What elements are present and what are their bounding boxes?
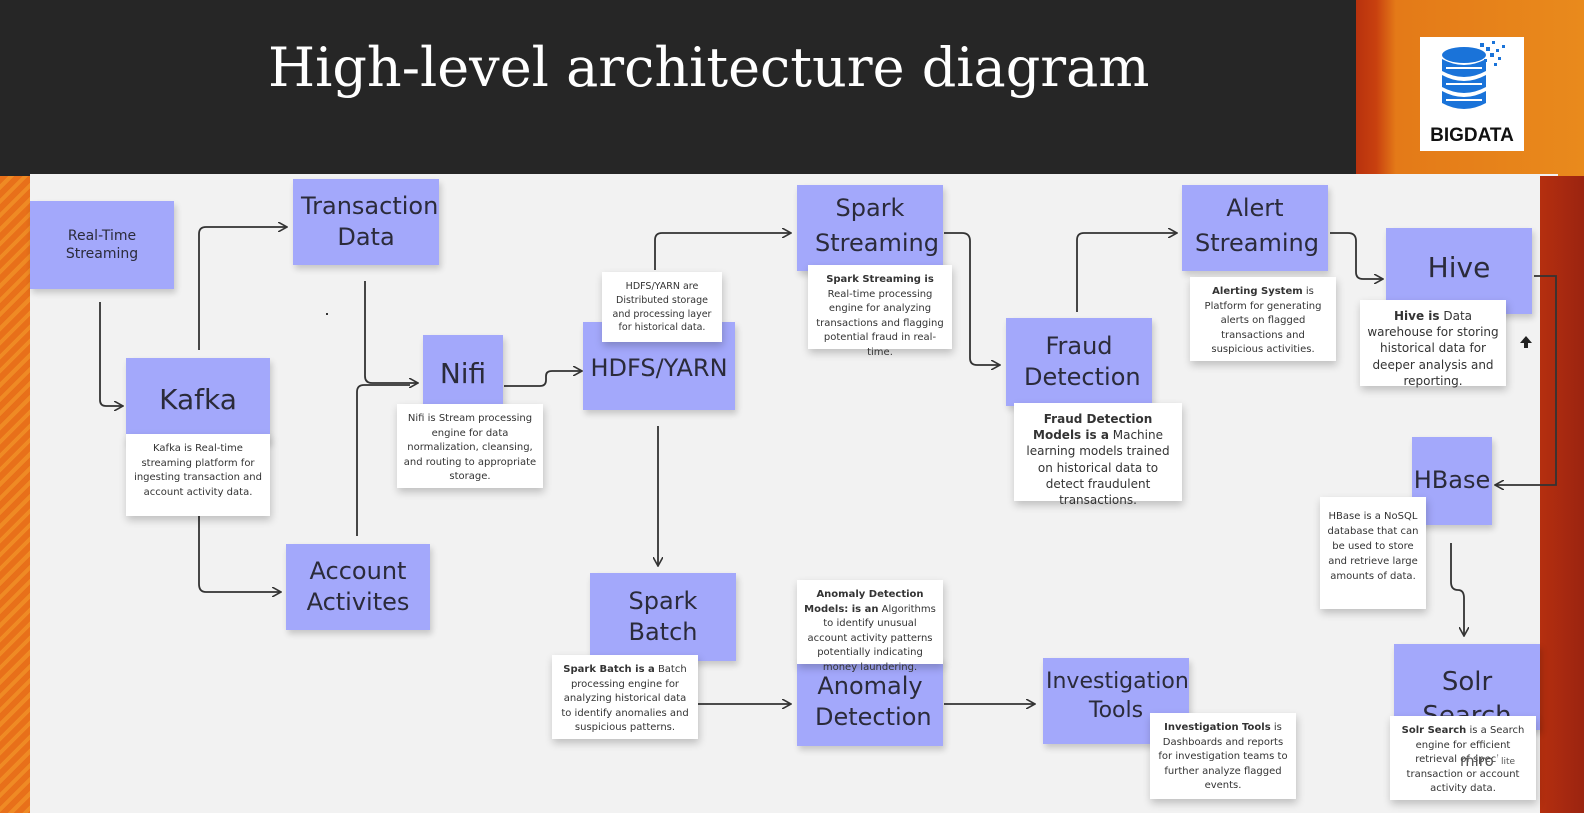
card-text: is a Search engine for efficient retriev…: [1406, 725, 1525, 794]
node-label: Fraud Detection: [1024, 331, 1141, 391]
decorative-right-band: [1540, 176, 1584, 813]
card-bold: Hive is: [1393, 309, 1440, 323]
card-text: Machine learning models trained on histo…: [1026, 428, 1170, 507]
node-label: Kafka: [159, 382, 237, 416]
arrow-nifi-to-hdfs: [504, 371, 581, 387]
card-bold: Spark Streaming is: [826, 274, 934, 285]
node-spark-batch[interactable]: Spark Batch: [590, 573, 736, 661]
card-text: is Dashboards and reports for investigat…: [1158, 722, 1288, 791]
node-hive[interactable]: Hive: [1386, 228, 1532, 314]
node-account-activites[interactable]: Account Activites: [286, 544, 430, 630]
node-label: Nifi: [439, 356, 487, 390]
card-text: Algorithms to identify unusual account a…: [807, 603, 936, 673]
arrow-sparkstreaming-to-fraud: [944, 232, 999, 365]
cursor-icon: [1520, 336, 1532, 348]
node-label: Anomaly Detection: [815, 671, 932, 731]
node-kafka[interactable]: Kafka: [126, 358, 270, 442]
card-bold: Solr Search: [1401, 725, 1467, 736]
card-bold: Investigation Tools: [1164, 722, 1271, 733]
node-label: Hive: [1427, 251, 1491, 284]
node-nifi[interactable]: Nifi: [423, 335, 503, 413]
node-label: Account Activites: [306, 556, 410, 616]
decorative-left-band: [0, 176, 30, 813]
node-label: Investigation Tools: [1046, 669, 1189, 723]
slide-title: High-level architecture diagram: [268, 36, 1150, 99]
card-bold: Anomaly Detection Models: is an: [804, 589, 924, 615]
arrow-kafka-to-transaction: [198, 227, 286, 350]
node-fraud-detection[interactable]: Fraud Detection: [1006, 318, 1152, 406]
card-nifi[interactable]: Nifi is Stream processing engine for dat…: [397, 404, 543, 488]
node-real-time-streaming[interactable]: Real-Time Streaming: [30, 201, 174, 289]
arrow-hive-to-hbase: [1496, 275, 1557, 485]
card-kafka[interactable]: Kafka is Real-time streaming platform fo…: [126, 434, 270, 516]
node-label: HDFS/YARN: [590, 354, 728, 383]
arrow-realtime-to-kafka: [99, 302, 122, 406]
node-investigation-tools[interactable]: Investigation Tools: [1043, 658, 1189, 744]
miro-watermark: miro: [1460, 752, 1494, 770]
card-hive[interactable]: Hive is Data warehouse for storing histo…: [1360, 300, 1506, 388]
node-label: Spark Streaming: [815, 194, 939, 257]
card-spark-batch[interactable]: Spark Batch is a Batch processing engine…: [552, 655, 698, 739]
card-spark-streaming[interactable]: Spark Streaming is Real-time processing …: [808, 265, 952, 358]
card-text: Batch processing engine for analyzing hi…: [561, 664, 689, 733]
card-anomaly-detection[interactable]: Anomaly Detection Models: is an Algorith…: [797, 580, 943, 673]
card-text: HBase is a NoSQL database that can be us…: [1327, 511, 1419, 582]
arrow-alert-to-hive: [1330, 232, 1382, 279]
node-alert-streaming[interactable]: Alert Streaming: [1182, 185, 1328, 271]
node-anomaly-detection[interactable]: Anomaly Detection: [797, 658, 943, 746]
card-text: HDFS/YARN are Distributed storage and pr…: [612, 281, 712, 334]
stray-dot: [326, 313, 328, 315]
card-text: Nifi is Stream processing engine for dat…: [403, 413, 537, 482]
node-label: Alert Streaming: [1195, 194, 1319, 257]
node-label: Transaction Data: [301, 191, 439, 251]
node-label: Real-Time Streaming: [65, 227, 139, 262]
card-text: Data warehouse for storing historical da…: [1367, 309, 1499, 388]
database-icon: [1442, 41, 1505, 109]
card-text: Real-time processing engine for analyzin…: [816, 288, 944, 358]
card-bold: Alerting System: [1212, 286, 1303, 297]
card-hbase[interactable]: HBase is a NoSQL database that can be us…: [1320, 497, 1426, 609]
arrow-fraud-to-alert: [1076, 233, 1176, 312]
title-banner: [0, 0, 1356, 176]
card-investigation-tools[interactable]: Investigation Tools is Dashboards and re…: [1150, 713, 1296, 799]
card-bold: Fraud Detection Models is a: [1033, 412, 1153, 443]
arrow-transaction-to-nifi: [364, 281, 417, 383]
arrow-account-to-nifi: [356, 384, 410, 536]
card-alert-streaming[interactable]: Alerting System is Platform for generati…: [1190, 277, 1336, 361]
card-text: is Platform for generating alerts on fla…: [1204, 286, 1322, 355]
node-label: Spark Batch: [628, 586, 698, 646]
card-text: Kafka is Real-time streaming platform fo…: [134, 443, 262, 498]
node-hbase[interactable]: HBase: [1412, 437, 1492, 525]
arrow-hbase-to-solr: [1450, 543, 1464, 635]
node-transaction-data[interactable]: Transaction Data: [293, 179, 439, 265]
card-hdfs-yarn[interactable]: HDFS/YARN are Distributed storage and pr…: [602, 272, 722, 342]
arrow-kafka-to-account: [198, 516, 280, 592]
card-bold: Spark Batch is a: [563, 664, 655, 675]
card-fraud-detection[interactable]: Fraud Detection Models is a Machine lear…: [1014, 403, 1182, 507]
logo-text: BIGDATA: [1430, 125, 1514, 146]
node-spark-streaming[interactable]: Spark Streaming: [797, 185, 943, 271]
lite-badge: lite: [1496, 753, 1520, 771]
bigdata-logo: BIGDATA: [1420, 37, 1524, 151]
arrow-hdfs-to-sparkstreaming: [654, 233, 790, 270]
node-label: HBase: [1413, 466, 1491, 495]
